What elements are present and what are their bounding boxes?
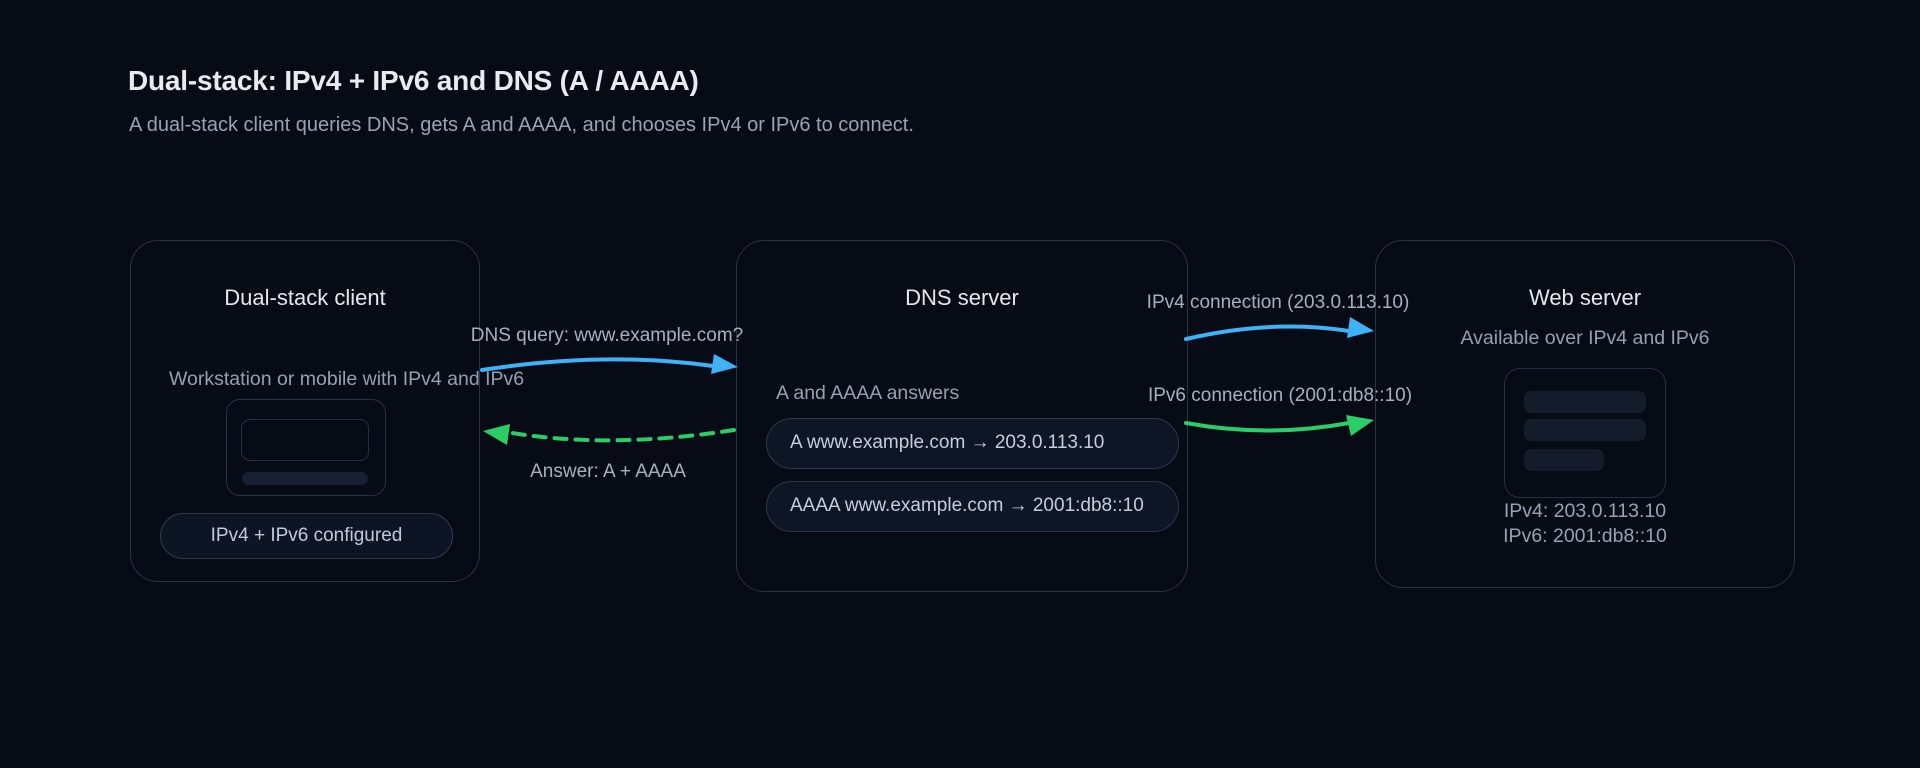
dns-query-label: DNS query: www.example.com? bbox=[470, 325, 744, 346]
web-addresses: IPv4: 203.0.113.10 IPv6: 2001:db8::10 bbox=[1376, 499, 1794, 549]
page-title: Dual-stack: IPv4 + IPv6 and DNS (A / AAA… bbox=[128, 65, 699, 96]
dns-record-a: A www.example.com → 203.0.113.10 bbox=[766, 418, 1179, 469]
web-card-title: Web server bbox=[1528, 285, 1642, 310]
server-icon bbox=[1504, 368, 1666, 498]
workstation-icon bbox=[226, 399, 386, 496]
web-server-card: Web server Available over IPv4 and IPv6 … bbox=[1375, 240, 1795, 588]
ipv4-connection-label: IPv4 connection (203.0.113.10) bbox=[1146, 292, 1410, 313]
page-subtitle: A dual-stack client queries DNS, gets A … bbox=[129, 114, 914, 136]
dns-answer-label: Answer: A + AAAA bbox=[530, 461, 686, 482]
server-slot-shape bbox=[1524, 391, 1646, 413]
server-slot-shape bbox=[1524, 449, 1604, 471]
dns-record-aaaa: AAAA www.example.com → 2001:db8::10 bbox=[766, 481, 1179, 532]
dns-answer-arrowhead-icon bbox=[483, 424, 510, 445]
ipv4-connection-arrowhead-icon bbox=[1347, 317, 1374, 338]
server-slot-shape bbox=[1524, 419, 1646, 441]
client-card: Dual-stack client Workstation or mobile … bbox=[130, 240, 524, 582]
web-card-description: Available over IPv4 and IPv6 bbox=[1460, 327, 1710, 349]
workstation-screen-shape bbox=[241, 419, 369, 461]
dns-card-title: DNS server bbox=[905, 285, 1019, 310]
web-ipv6-address: IPv6: 2001:db8::10 bbox=[1503, 525, 1667, 547]
ipv4-connection-arrow bbox=[1184, 324, 1351, 341]
web-ipv4-address: IPv4: 203.0.113.10 bbox=[1503, 500, 1667, 522]
client-card-title: Dual-stack client bbox=[224, 285, 386, 310]
workstation-base-shape bbox=[242, 472, 368, 485]
dns-card: DNS server A and AAAA answers A www.exam… bbox=[736, 240, 1188, 592]
dns-query-arrowhead-icon bbox=[711, 354, 738, 374]
client-card-description: Workstation or mobile with IPv4 and IPv6 bbox=[169, 368, 525, 390]
client-config-badge: IPv4 + IPv6 configured bbox=[160, 513, 453, 559]
ipv6-connection-arrowhead-icon bbox=[1346, 415, 1374, 436]
dns-records-label: A and AAAA answers bbox=[776, 382, 960, 404]
ipv6-connection-label: IPv6 connection (2001:db8::10) bbox=[1147, 385, 1413, 406]
ipv6-connection-arrow bbox=[1184, 421, 1351, 433]
dns-answer-arrow bbox=[510, 428, 736, 443]
